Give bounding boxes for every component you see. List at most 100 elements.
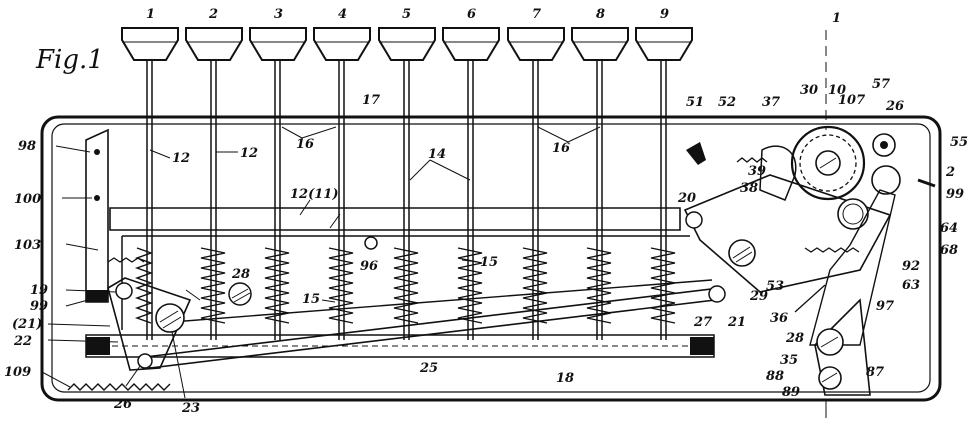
key-number: 1 — [146, 7, 155, 22]
ref-label: 26 — [885, 99, 904, 114]
spring-103 — [107, 257, 145, 263]
ref-label: 87 — [866, 365, 884, 380]
ref-label: 39 — [748, 164, 766, 179]
wheel-2 — [871, 165, 901, 195]
ref-label: 30 — [800, 83, 818, 98]
ref-label: 52 — [718, 95, 736, 110]
ref-label: 15 — [302, 292, 320, 307]
shaft-96 — [364, 236, 378, 250]
ref-label: (21) — [12, 317, 42, 332]
ref-label: 15 — [480, 255, 498, 270]
ref-label: 68 — [940, 243, 958, 258]
ref-label: 98 — [18, 139, 36, 154]
ref-label: 92 — [902, 259, 920, 274]
ref-label: 14 — [428, 147, 446, 162]
pivot-89 — [818, 366, 842, 390]
ref-label: 10 — [828, 83, 846, 98]
key-6[interactable]: 6 — [442, 7, 500, 340]
spring-39 — [736, 157, 768, 163]
pivot-20 — [685, 211, 703, 229]
link-53 — [171, 279, 713, 323]
key-number: 4 — [338, 7, 347, 22]
ref-label: 103 — [14, 238, 41, 253]
ref-label: 20 — [677, 191, 696, 206]
key-number: 8 — [596, 7, 605, 22]
pivot-19 — [115, 282, 133, 300]
key-4[interactable]: 4 — [313, 7, 371, 340]
wheel-64 — [837, 198, 869, 230]
bell-crank-22 — [107, 277, 192, 371]
bracket-98 — [85, 128, 109, 303]
ref-label: 19 — [30, 283, 48, 298]
key-number: 9 — [660, 7, 669, 22]
pawl-51 — [686, 142, 706, 165]
key-number: 3 — [274, 7, 283, 22]
ref-label: 99 — [946, 187, 964, 202]
ref-label: 2 — [945, 165, 955, 180]
ref-label: 16 — [296, 137, 314, 152]
ref-label: 109 — [4, 365, 31, 380]
ref-label: 17 — [362, 93, 380, 108]
base-block-right — [690, 337, 714, 355]
ref-label: 53 — [766, 279, 784, 294]
ref-label: 89 — [782, 385, 800, 400]
figure-label: Fig.1 — [35, 45, 104, 75]
ref-label: 57 — [872, 77, 890, 92]
ref-label: 97 — [876, 299, 894, 314]
ref-label: 16 — [552, 141, 570, 156]
key-8[interactable]: 8 — [571, 7, 629, 340]
ref-label: 96 — [360, 259, 378, 274]
ref-label: 88 — [766, 369, 784, 384]
ref-label: 37 — [762, 95, 780, 110]
shaft-29 — [728, 239, 756, 267]
key-3[interactable]: 3 — [249, 7, 307, 340]
gear-30 — [790, 125, 866, 201]
ref-label: 18 — [556, 371, 574, 386]
key-number: 7 — [532, 7, 541, 22]
ref-label: 12 — [172, 151, 190, 166]
pivot-26 — [137, 353, 153, 369]
ref-label: 12 — [240, 146, 258, 161]
carrier-plate — [683, 174, 892, 293]
ref-label: 38 — [740, 181, 758, 196]
ref-label: 12(11) — [290, 187, 338, 202]
spring-109 — [67, 383, 171, 391]
ref-label: 100 — [14, 192, 41, 207]
ref-label: 26 — [113, 397, 132, 412]
ref-label: 99 — [30, 299, 48, 314]
ref-label: 51 — [686, 95, 704, 110]
key-2[interactable]: 2 — [185, 7, 243, 340]
ref-label: 28 — [231, 267, 250, 282]
key-number: 2 — [208, 7, 218, 22]
ref-label: 27 — [693, 315, 712, 330]
ref-label: 1 — [832, 11, 841, 26]
housing-outline — [40, 115, 942, 402]
ref-label: 21 — [727, 315, 746, 330]
ref-label: 35 — [780, 353, 798, 368]
ref-label: 22 — [13, 334, 32, 349]
spring-97 — [804, 247, 860, 253]
lever-36 — [809, 189, 896, 346]
key-row: 1 2 3 4 5 — [121, 7, 693, 340]
ref-label: 28 — [785, 331, 804, 346]
pivot-27 — [708, 285, 726, 303]
key-number: 5 — [402, 7, 411, 22]
leader-lines — [41, 126, 601, 399]
ref-label: 55 — [950, 135, 968, 150]
shaft-23 — [155, 303, 185, 333]
key-9[interactable]: 9 — [635, 7, 693, 340]
key-number: 6 — [467, 7, 476, 22]
ref-label: 64 — [940, 221, 958, 236]
ref-label: 25 — [419, 361, 438, 376]
key-springs — [134, 247, 676, 324]
housing-inner-wall — [51, 123, 931, 393]
ref-label: 63 — [902, 278, 920, 293]
slotted-link-37 — [759, 145, 797, 201]
key-5[interactable]: 5 — [378, 7, 436, 340]
ref-label: 29 — [749, 289, 768, 304]
ref-label: 107 — [838, 93, 865, 108]
ref-label: 23 — [181, 401, 200, 416]
ref-label: 36 — [770, 311, 788, 326]
